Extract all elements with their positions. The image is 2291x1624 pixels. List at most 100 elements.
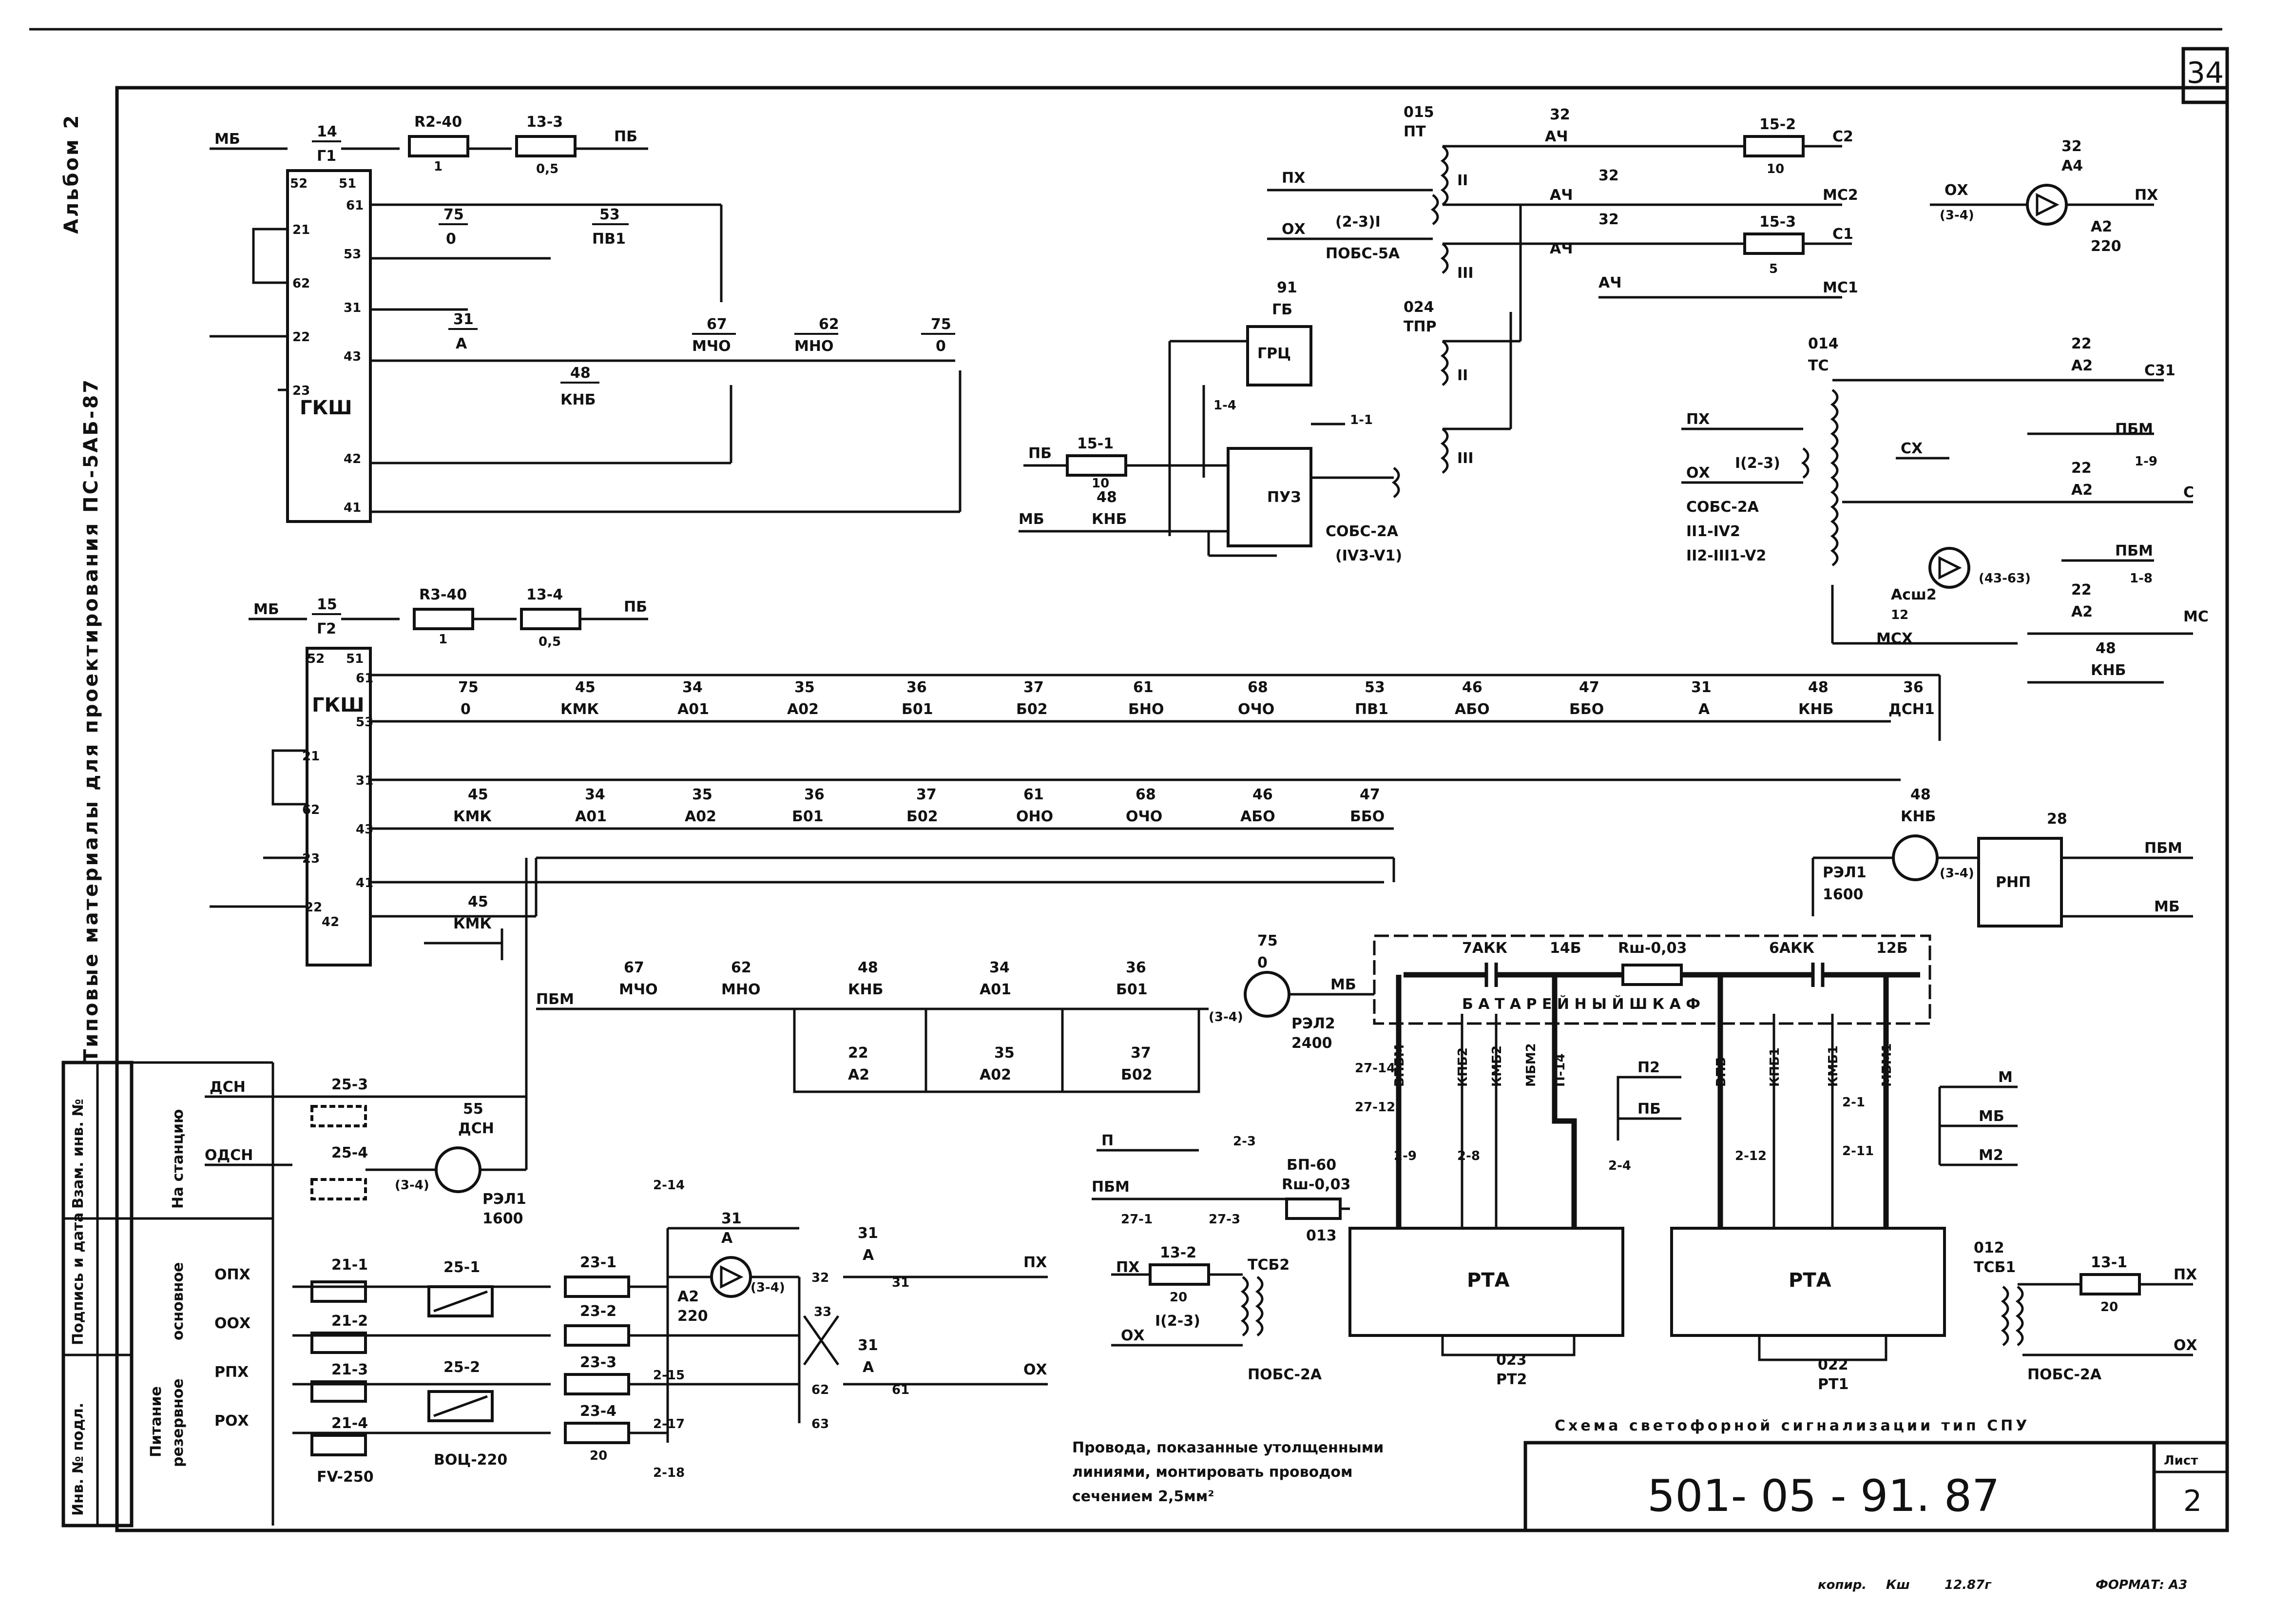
- outer-frame: [115, 86, 2229, 1532]
- svg-text:12: 12: [1891, 608, 1908, 622]
- svg-text:ОНО: ОНО: [1016, 808, 1053, 825]
- svg-text:ВПБ: ВПБ: [1714, 1057, 1729, 1087]
- svg-text:Б01: Б01: [902, 701, 933, 718]
- svg-text:СХ: СХ: [1901, 440, 1923, 457]
- svg-text:2-9: 2-9: [1394, 1149, 1417, 1163]
- svg-text:КНБ: КНБ: [560, 391, 596, 408]
- resistor-23-1: [564, 1276, 630, 1298]
- rta-2: [1670, 1227, 1946, 1337]
- svg-text:53: 53: [1365, 679, 1385, 696]
- svg-text:(3-4): (3-4): [1940, 208, 1974, 223]
- battery-cabinet: [1373, 934, 1931, 1025]
- svg-text:12Б: 12Б: [1876, 940, 1908, 957]
- svg-text:0,5: 0,5: [539, 635, 561, 649]
- svg-text:10: 10: [1767, 162, 1784, 176]
- svg-text:А02: А02: [685, 808, 716, 825]
- svg-text:61: 61: [892, 1383, 909, 1397]
- svg-text:А2: А2: [2091, 218, 2112, 235]
- svg-text:62: 62: [819, 316, 839, 333]
- svg-text:37: 37: [1023, 679, 1044, 696]
- svg-text:62: 62: [292, 276, 310, 291]
- svg-text:П: П: [1101, 1132, 1114, 1149]
- svg-text:С: С: [2183, 484, 2194, 501]
- resistor-23-3: [564, 1373, 630, 1395]
- svg-text:23-2: 23-2: [580, 1303, 616, 1320]
- svg-text:МС2: МС2: [1823, 187, 1858, 204]
- svg-text:Б02: Б02: [1016, 701, 1048, 718]
- svg-text:36: 36: [906, 679, 927, 696]
- fuse-13-4: [520, 608, 581, 630]
- svg-text:С1: С1: [1832, 226, 1853, 243]
- rta-1: [1348, 1227, 1624, 1337]
- svg-text:14: 14: [317, 123, 337, 140]
- svg-text:ПБМ: ПБМ: [1092, 1179, 1130, 1196]
- svg-text:31: 31: [892, 1276, 909, 1290]
- note-line-1: Провода, показанные утолщенными: [1072, 1439, 1384, 1456]
- svg-text:КНБ: КНБ: [2091, 662, 2126, 679]
- svg-text:I(2-3): I(2-3): [1155, 1313, 1200, 1330]
- svg-text:Асш2: Асш2: [1891, 586, 1937, 603]
- stamp-vzam: Взам. инв. №: [70, 1099, 87, 1209]
- fuse-21-1: [310, 1280, 367, 1303]
- svg-text:МСХ: МСХ: [1876, 630, 1913, 647]
- svg-text:Г2: Г2: [317, 620, 336, 638]
- svg-text:II: II: [1457, 172, 1468, 189]
- svg-text:ПХ: ПХ: [1282, 170, 1305, 187]
- svg-text:КНБ: КНБ: [1798, 701, 1834, 718]
- svg-text:1-1: 1-1: [1350, 413, 1373, 427]
- page-number: 34: [2187, 56, 2224, 90]
- svg-text:АЧ: АЧ: [1598, 274, 1621, 291]
- svg-text:51: 51: [346, 652, 364, 666]
- svg-text:КНБ: КНБ: [848, 981, 884, 998]
- svg-text:(IV3-V1): (IV3-V1): [1335, 547, 1402, 564]
- svg-text:РПХ: РПХ: [214, 1364, 249, 1381]
- block-8: 7АКК 6АКК 14Б Rш-0,03 12Б Б А Т А Р Е Й …: [1092, 934, 2197, 1393]
- svg-text:ГКШ: ГКШ: [300, 397, 352, 419]
- svg-text:ПБ: ПБ: [614, 128, 637, 145]
- svg-text:23: 23: [292, 384, 310, 398]
- svg-text:015: 015: [1404, 104, 1434, 121]
- resistor-23-4: [564, 1422, 630, 1444]
- relay-knb: [1892, 834, 1939, 881]
- svg-text:ПХ: ПХ: [1116, 1259, 1139, 1276]
- svg-text:КНБ: КНБ: [1092, 511, 1127, 528]
- resistor-23-2: [564, 1324, 630, 1347]
- svg-text:61: 61: [1133, 679, 1154, 696]
- svg-text:СОБС-2А: СОБС-2А: [1686, 499, 1759, 516]
- svg-text:ГРЦ: ГРЦ: [1257, 345, 1291, 362]
- svg-text:21: 21: [292, 223, 310, 237]
- stamp-column: Взам. инв. № Подпись и дата Инв. № подл.: [61, 1061, 134, 1527]
- svg-text:ПВ1: ПВ1: [1355, 701, 1388, 718]
- svg-text:0: 0: [1257, 954, 1268, 971]
- svg-text:61: 61: [356, 671, 373, 686]
- svg-text:(3-4): (3-4): [395, 1178, 429, 1193]
- svg-text:5: 5: [1769, 262, 1778, 276]
- svg-text:ОДСН: ОДСН: [205, 1147, 253, 1164]
- svg-text:КМБ1: КМБ1: [1826, 1045, 1841, 1087]
- svg-text:ПБМ: ПБМ: [2115, 421, 2153, 438]
- svg-text:(2-3)I: (2-3)I: [1335, 213, 1381, 231]
- resistor-r3-40: [413, 608, 474, 630]
- svg-text:КМК: КМК: [453, 915, 492, 932]
- fuse-13-2: [1149, 1263, 1210, 1286]
- svg-text:75: 75: [931, 316, 951, 333]
- svg-text:32: 32: [1598, 211, 1619, 228]
- footer-format: ФОРМАТ: А3: [2096, 1578, 2187, 1592]
- svg-text:22: 22: [305, 900, 322, 915]
- svg-text:РОХ: РОХ: [214, 1412, 249, 1430]
- svg-text:35: 35: [794, 679, 815, 696]
- relay-0: [1244, 971, 1290, 1018]
- svg-text:33: 33: [814, 1305, 831, 1319]
- svg-text:1600: 1600: [482, 1210, 523, 1227]
- svg-text:13-1: 13-1: [2091, 1254, 2127, 1271]
- svg-text:М: М: [1998, 1069, 2013, 1086]
- group-rezervnoe: резервное: [170, 1378, 187, 1467]
- svg-text:220: 220: [677, 1308, 708, 1325]
- svg-text:ПБ: ПБ: [1028, 445, 1052, 462]
- svg-text:25-3: 25-3: [331, 1076, 368, 1093]
- svg-text:РЭЛ1: РЭЛ1: [1823, 864, 1867, 881]
- svg-text:III: III: [1457, 450, 1474, 467]
- svg-text:ОХ: ОХ: [2174, 1337, 2197, 1354]
- svg-text:ДСН: ДСН: [210, 1079, 246, 1096]
- svg-text:А2: А2: [2071, 603, 2093, 620]
